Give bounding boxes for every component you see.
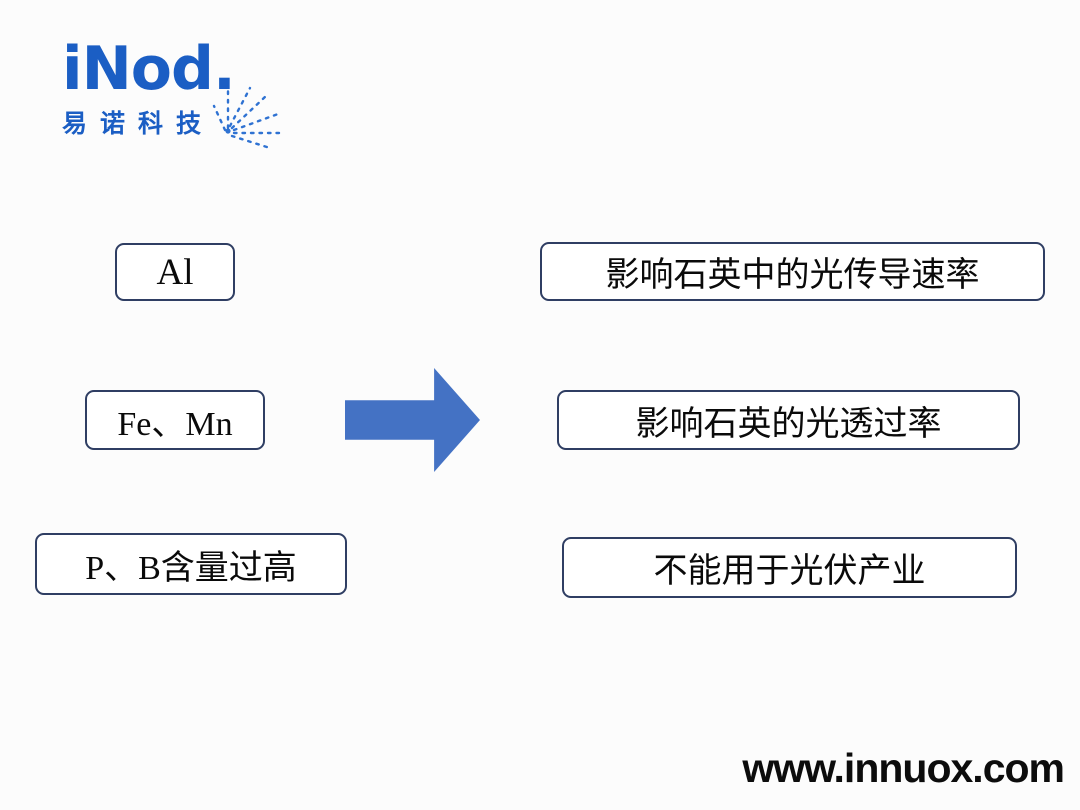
right-box-light-transmittance: 影响石英的光透过率	[557, 390, 1020, 450]
right-arrow-icon	[345, 368, 480, 472]
right-box-light-conduction-speed: 影响石英中的光传导速率	[540, 242, 1045, 301]
left-box-fe-mn: Fe、Mn	[85, 390, 265, 450]
logo: iNod. 易诺科技	[62, 34, 236, 140]
left-box-p-b-content-high: P、B含量过高	[35, 533, 347, 595]
right-box-not-usable-photovoltaic: 不能用于光伏产业	[562, 537, 1017, 598]
left-box-al: Al	[115, 243, 235, 301]
website-url: www.innuox.com	[742, 745, 1065, 791]
logo-subtext: 易诺科技	[62, 109, 215, 138]
logo-text: iNod.	[62, 34, 236, 104]
sparkle-icon	[212, 84, 282, 150]
